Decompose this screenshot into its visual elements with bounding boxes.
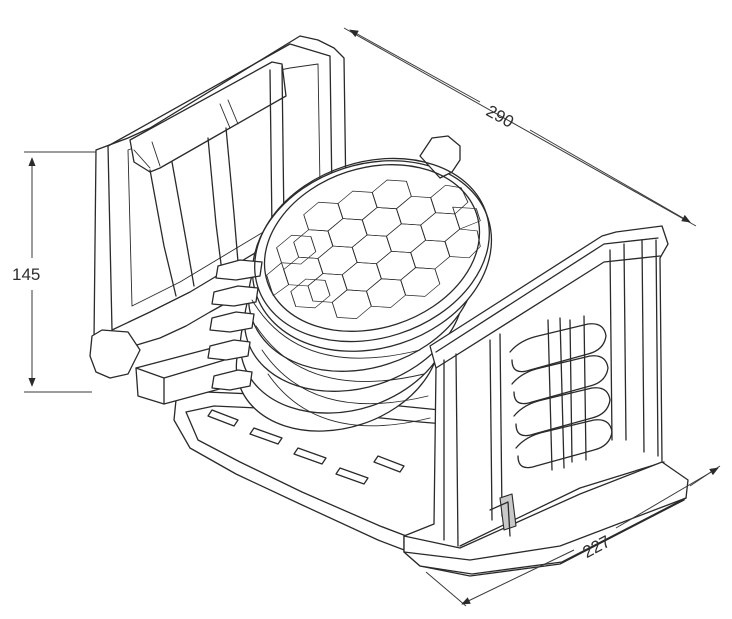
cutlery-basket xyxy=(509,315,613,471)
tray-slots xyxy=(207,409,405,485)
top-plate-honeycomb xyxy=(251,157,490,427)
dimension-height-label: 145 xyxy=(12,265,40,284)
dimension-height: 145 xyxy=(12,151,96,393)
dimension-length-label: 290 xyxy=(483,101,517,131)
plate-handles xyxy=(207,259,263,391)
plate-stack xyxy=(207,135,493,432)
front-frame xyxy=(403,225,689,577)
back-frame xyxy=(89,35,347,379)
